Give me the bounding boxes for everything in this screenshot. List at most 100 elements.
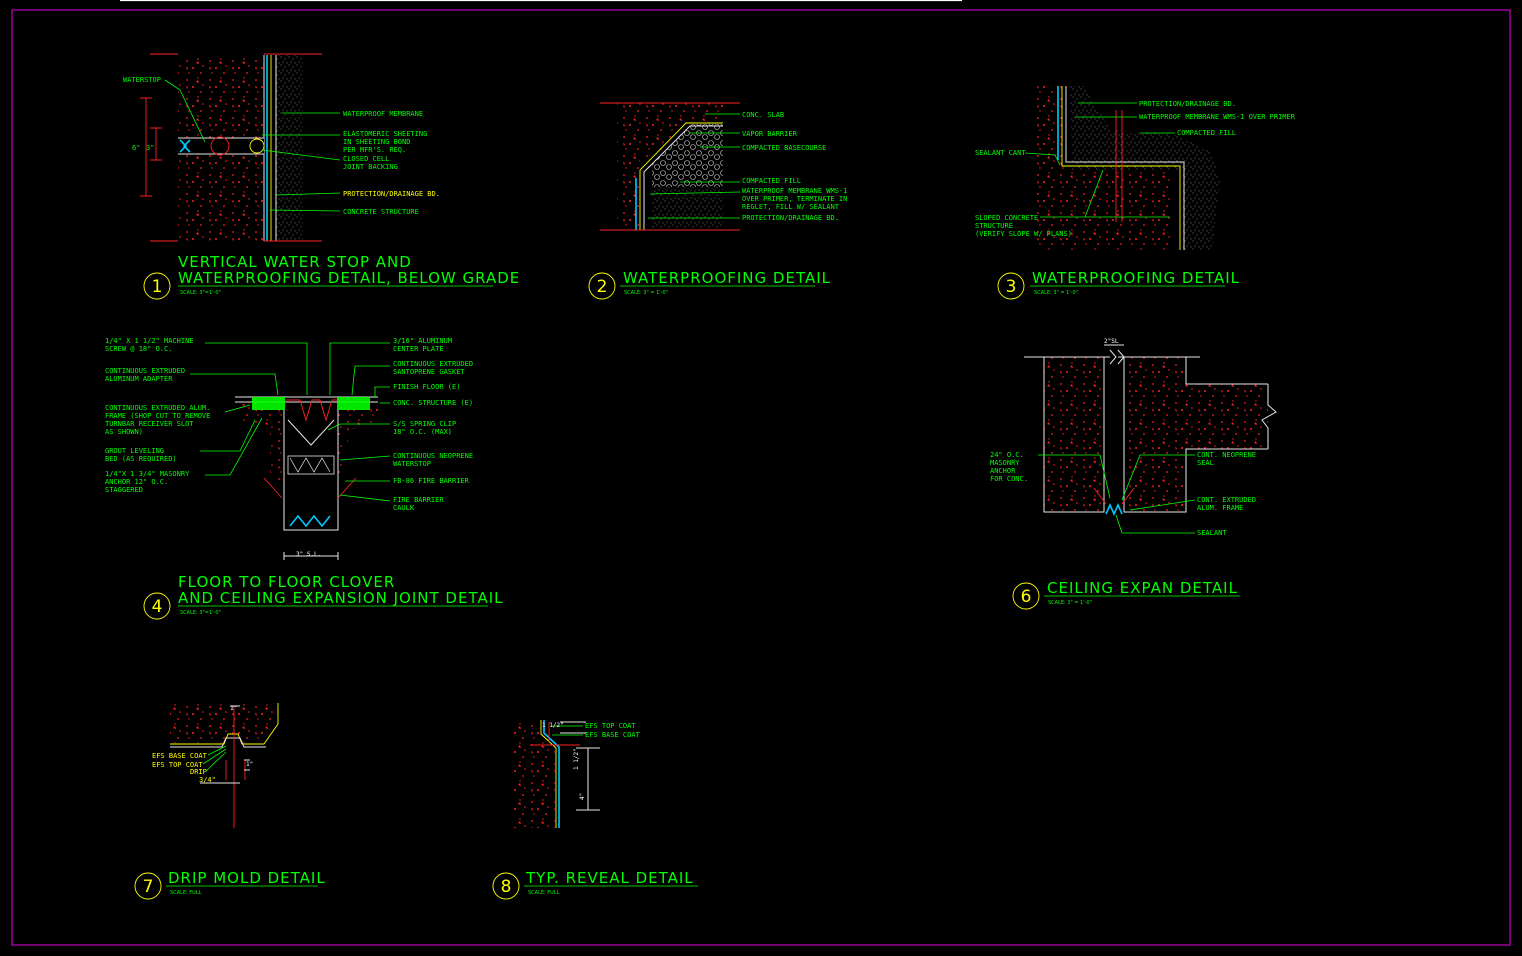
detail-6-ceiling-expan: 2"SL 24" O.C. MASONRY ANCHOR FOR CONC. C…	[990, 338, 1277, 610]
detail-3-number-bubble	[997, 272, 1025, 300]
detail-7-number: 7	[143, 877, 154, 897]
label-efs-top-coat: EFS TOP COAT	[152, 761, 203, 769]
label-compacted-fill: COMPACTED FILL	[742, 177, 801, 185]
label-closed-cell-2: JOINT BACKING	[343, 163, 398, 171]
detail-2-waterproofing: CONC. SLAB VAPOR BARRIER COMPACTED BASEC…	[588, 102, 847, 300]
dim-3in: 3"	[146, 144, 154, 152]
label-waterproof-membrane: WATERPROOF MEMBRANE	[343, 110, 423, 118]
label-fire-barrier: FB-86 FIRE BARRIER	[393, 477, 470, 485]
dim-1in-b: 1"	[246, 761, 253, 768]
label-vapor-barrier: VAPOR BARRIER	[742, 130, 798, 138]
label-adapter-2: ALUMINUM ADAPTER	[105, 375, 173, 383]
sheet-border	[11, 9, 1511, 946]
label-elastomeric-sheeting-3: PER MFR'S. REQ.	[343, 146, 406, 154]
label-frame-4: AS SHOWN)	[105, 428, 143, 436]
label-gasket-2: SANTOPRENE GASKET	[393, 368, 465, 376]
label-sloped-1: SLOPED CONCRETE	[975, 214, 1038, 222]
label-anchor-6-1: 24" O.C.	[990, 451, 1024, 459]
label-frame-2: FRAME (SHOP CUT TO REMOVE	[105, 412, 210, 420]
label-anchor-2: ANCHOR 12" O.C.	[105, 478, 168, 486]
label-sloped-2: STRUCTURE	[975, 222, 1013, 230]
label-membrane-2: OVER PRIMER, TERMINATE IN	[742, 195, 847, 203]
label-frame-3: TURNBAR RECEIVER SLOT	[105, 420, 194, 428]
label-sloped-3: (VERIFY SLOPE W/ PLANS)	[975, 230, 1072, 238]
detail-1-title-line-1: VERTICAL WATER STOP AND	[178, 253, 412, 271]
detail-1-scale: SCALE: 3"=1'-0"	[180, 290, 221, 296]
detail-4-title-line-2: AND CEILING EXPANSION JOINT DETAIL	[178, 589, 504, 607]
label-neoprene-seal-1: CONT. NEOPRENE	[1197, 451, 1256, 459]
label-screw-1: 1/4" X 1 1/2" MACHINE	[105, 337, 194, 345]
detail-7-number-bubble	[134, 872, 162, 900]
label-anchor-3: STAGGERED	[105, 486, 143, 494]
detail-8-title: TYP. REVEAL DETAIL	[525, 869, 694, 887]
detail-8-reveal: EFS TOP COAT EFS BASE COAT 1 1/2" 1 1/2"…	[492, 720, 698, 900]
label-finish-floor: FINISH FLOOR (E)	[393, 383, 460, 391]
label-grout-2: BED (AS REQUIRED)	[105, 455, 177, 463]
detail-8-number: 8	[501, 877, 512, 897]
dim-2in-sl: 2"SL	[1104, 338, 1119, 345]
label-elastomeric-sheeting-1: ELASTOMERIC SHEETING	[343, 130, 427, 138]
label-plate-1: 3/16" ALUMINUM	[393, 337, 452, 345]
detail-2-scale: SCALE: 3" = 1'-0"	[624, 290, 668, 296]
label-waterstop: WATERSTOP	[123, 76, 161, 84]
detail-7-title: DRIP MOLD DETAIL	[168, 869, 326, 887]
label-conc-slab: CONC. SLAB	[742, 111, 784, 119]
detail-3-waterproofing: PROTECTION/DRAINAGE BD. WATERPROOF MEMBR…	[975, 86, 1296, 300]
label-grout-1: GROUT LEVELING	[105, 447, 164, 455]
label-protection-drainage-3: PROTECTION/DRAINAGE BD.	[1139, 100, 1236, 108]
label-screw-2: SCREW @ 18" O.C.	[105, 345, 172, 353]
label-adapter-1: CONTINUOUS EXTRUDED	[105, 367, 185, 375]
detail-6-scale: SCALE: 3" = 1'-0"	[1048, 600, 1092, 606]
label-caulk-1: FIRE BARRIER	[393, 496, 444, 504]
dim-3in-sl: 3" S.L.	[296, 551, 321, 558]
detail-4-title-line-1: FLOOR TO FLOOR CLOVER	[178, 573, 395, 591]
detail-2-number: 2	[597, 277, 608, 297]
label-anchor-1: 1/4"X 1 3/4" MASONRY	[105, 470, 190, 478]
detail-1-number-bubble	[143, 272, 171, 300]
detail-3-scale: SCALE: 3" = 1'-0"	[1034, 290, 1078, 296]
label-protection-drainage: PROTECTION/DRAINAGE BD.	[343, 190, 440, 198]
label-protection-drainage-2: PROTECTION/DRAINAGE BD.	[742, 214, 839, 222]
label-membrane-1: WATERPROOF MEMBRANE WMS-1	[742, 187, 847, 195]
label-alum-frame-2: ALUM. FRAME	[1197, 504, 1243, 512]
label-efs-base-coat: EFS BASE COAT	[152, 752, 208, 760]
dim-1-1-2in-b: 1 1/2"	[573, 748, 580, 770]
label-caulk-2: CAULK	[393, 504, 415, 512]
detail-1-vertical-water-stop: WATERSTOP 6" 3" WATERPROOF MEMBRANE ELAS…	[123, 53, 520, 300]
dim-4in: 4"	[579, 793, 586, 800]
detail-3-title: WATERPROOFING DETAIL	[1032, 269, 1240, 287]
detail-1-title-line-2: WATERPROOFING DETAIL, BELOW GRADE	[178, 269, 520, 287]
label-gasket-1: CONTINUOUS EXTRUDED	[393, 360, 473, 368]
dim-3-4in: 3/4"	[199, 776, 216, 784]
label-sealant-cant: SEALANT CANT	[975, 149, 1026, 157]
label-elastomeric-sheeting-2: IN SHEETING BOND	[343, 138, 410, 146]
dim-1in-a: 1"	[230, 705, 237, 712]
dim-6in: 6"	[132, 144, 140, 152]
label-clip-2: 18" O.C. (MAX)	[393, 428, 452, 436]
detail-6-title: CEILING EXPAN DETAIL	[1047, 579, 1238, 597]
label-plate-2: CENTER PLATE	[393, 345, 444, 353]
detail-6-number: 6	[1021, 587, 1032, 607]
label-conc-structure: CONC. STRUCTURE (E)	[393, 399, 473, 407]
label-waterstop-2: WATERSTOP	[393, 460, 431, 468]
detail-7-drip-mold: EFS BASE COAT EFS TOP COAT DRIP 3/4" 1" …	[134, 703, 326, 900]
label-efs-base-coat-8: EFS BASE COAT	[585, 731, 641, 739]
label-neoprene-seal-2: SEAL	[1197, 459, 1214, 467]
detail-4-scale: SCALE: 3"=1'-0"	[180, 610, 221, 616]
detail-6-number-bubble	[1012, 582, 1040, 610]
detail-2-number-bubble	[588, 272, 616, 300]
label-concrete-structure: CONCRETE STRUCTURE	[343, 208, 419, 216]
label-clip-1: S/S SPRING CLIP	[393, 420, 456, 428]
label-sealant: SEALANT	[1197, 529, 1227, 537]
label-compacted-basecourse: COMPACTED BASECOURSE	[742, 144, 826, 152]
detail-7-scale: SCALE: FULL	[170, 890, 202, 896]
label-compacted-fill-3: COMPACTED FILL	[1177, 129, 1236, 137]
label-wms-1: WATERPROOF MEMBRANE WMS-1 OVER PRIMER	[1139, 113, 1296, 121]
label-alum-frame-1: CONT. EXTRUDED	[1197, 496, 1256, 504]
detail-8-number-bubble	[492, 872, 520, 900]
detail-8-scale: SCALE: FULL	[528, 890, 560, 896]
label-membrane-3: REGLET, FILL W/ SEALANT	[742, 203, 840, 211]
label-anchor-6-2: MASONRY	[990, 459, 1020, 467]
label-efs-top-coat-8: EFS TOP COAT	[585, 722, 636, 730]
